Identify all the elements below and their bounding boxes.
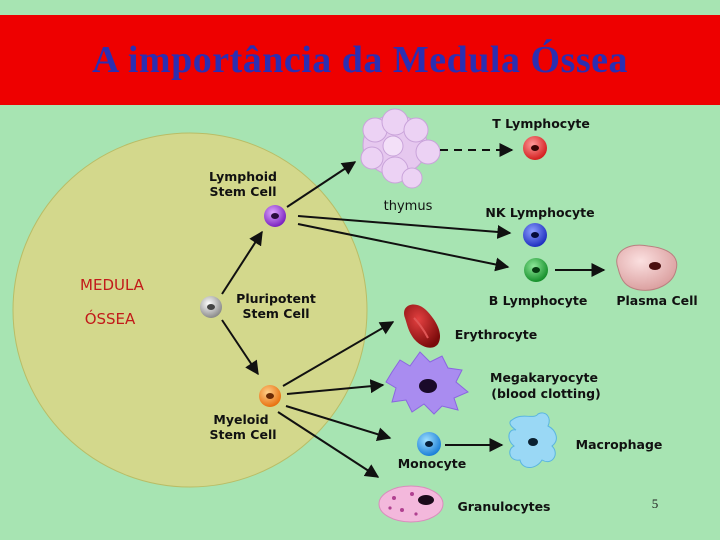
t-lymphocyte-cell bbox=[523, 136, 547, 160]
granulocytes-label: Granulocytes bbox=[458, 499, 551, 514]
differentiation-arrows bbox=[221, 143, 606, 478]
erythrocyte-cell bbox=[404, 304, 441, 348]
thymus-label: thymus bbox=[384, 199, 433, 214]
pluripotent-label-1: Pluripotent bbox=[236, 291, 316, 306]
pluripotent-stem-cell bbox=[200, 296, 222, 318]
megakaryocyte-label-1: Megakaryocyte bbox=[490, 370, 598, 385]
plasma-cell-label: Plasma Cell bbox=[616, 293, 697, 308]
ossea-label: ÓSSEA bbox=[85, 309, 136, 328]
medula-label: MEDULA bbox=[80, 276, 145, 294]
myeloid-label-1: Myeloid bbox=[213, 412, 268, 427]
macrophage-label: Macrophage bbox=[576, 437, 663, 452]
macrophage-cell bbox=[508, 412, 557, 468]
pluripotent-label-2: Stem Cell bbox=[242, 306, 309, 321]
plasma-cell bbox=[616, 244, 678, 291]
monocyte-cell bbox=[417, 432, 441, 456]
lymphoid-label-1: Lymphoid bbox=[209, 169, 277, 184]
nk-lymphocyte-label: NK Lymphocyte bbox=[485, 205, 594, 220]
lymphoid-label-2: Stem Cell bbox=[209, 184, 276, 199]
slide-title: A importância da Medula Óssea bbox=[92, 39, 628, 81]
erythrocyte-label: Erythrocyte bbox=[455, 327, 538, 342]
b-lymphocyte-label: B Lymphocyte bbox=[489, 293, 588, 308]
megakaryocyte-label-2: (blood clotting) bbox=[491, 386, 601, 401]
t-lymphocyte-label: T Lymphocyte bbox=[492, 116, 590, 131]
bone-marrow-circle bbox=[12, 132, 368, 488]
title-bar: A importância da Medula Óssea bbox=[0, 15, 720, 105]
myeloid-stem-cell bbox=[259, 385, 281, 407]
myeloid-label-2: Stem Cell bbox=[209, 427, 276, 442]
thymus-organ bbox=[360, 108, 441, 189]
page-number: 5 bbox=[652, 496, 659, 511]
monocyte-label: Monocyte bbox=[398, 456, 467, 471]
lymphoid-stem-cell bbox=[264, 205, 286, 227]
megakaryocyte-cell bbox=[385, 351, 469, 415]
granulocyte-cell bbox=[378, 485, 444, 523]
nk-lymphocyte-cell bbox=[523, 223, 547, 247]
b-lymphocyte-cell bbox=[524, 258, 548, 282]
